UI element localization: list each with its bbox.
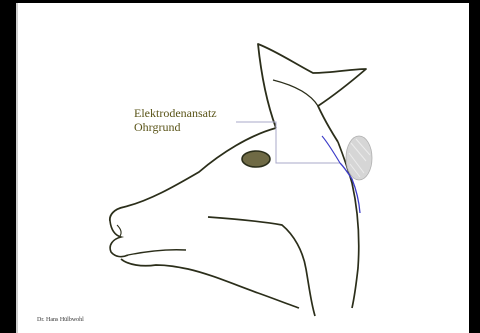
label-line-1: Elektrodenansatz bbox=[134, 106, 217, 120]
ear-inner-line bbox=[273, 80, 318, 106]
nostril-line bbox=[117, 225, 121, 236]
pig-head-illustration bbox=[18, 3, 469, 333]
eye bbox=[242, 151, 270, 167]
head-upper-outline bbox=[110, 128, 276, 221]
lower-jaw-outline bbox=[121, 259, 299, 308]
diagram-frame: Elektrodenansatz Ohrgrund Dr. Hans Hülbw… bbox=[16, 3, 469, 333]
cheek-outline bbox=[208, 217, 315, 316]
electrode-label: Elektrodenansatz Ohrgrund bbox=[134, 106, 217, 134]
ear-outline bbox=[258, 44, 366, 142]
author-credit: Dr. Hans Hülbwohl bbox=[37, 317, 84, 323]
snout-outline bbox=[110, 221, 128, 257]
mouth-line bbox=[128, 250, 186, 255]
label-line-2: Ohrgrund bbox=[134, 120, 217, 134]
